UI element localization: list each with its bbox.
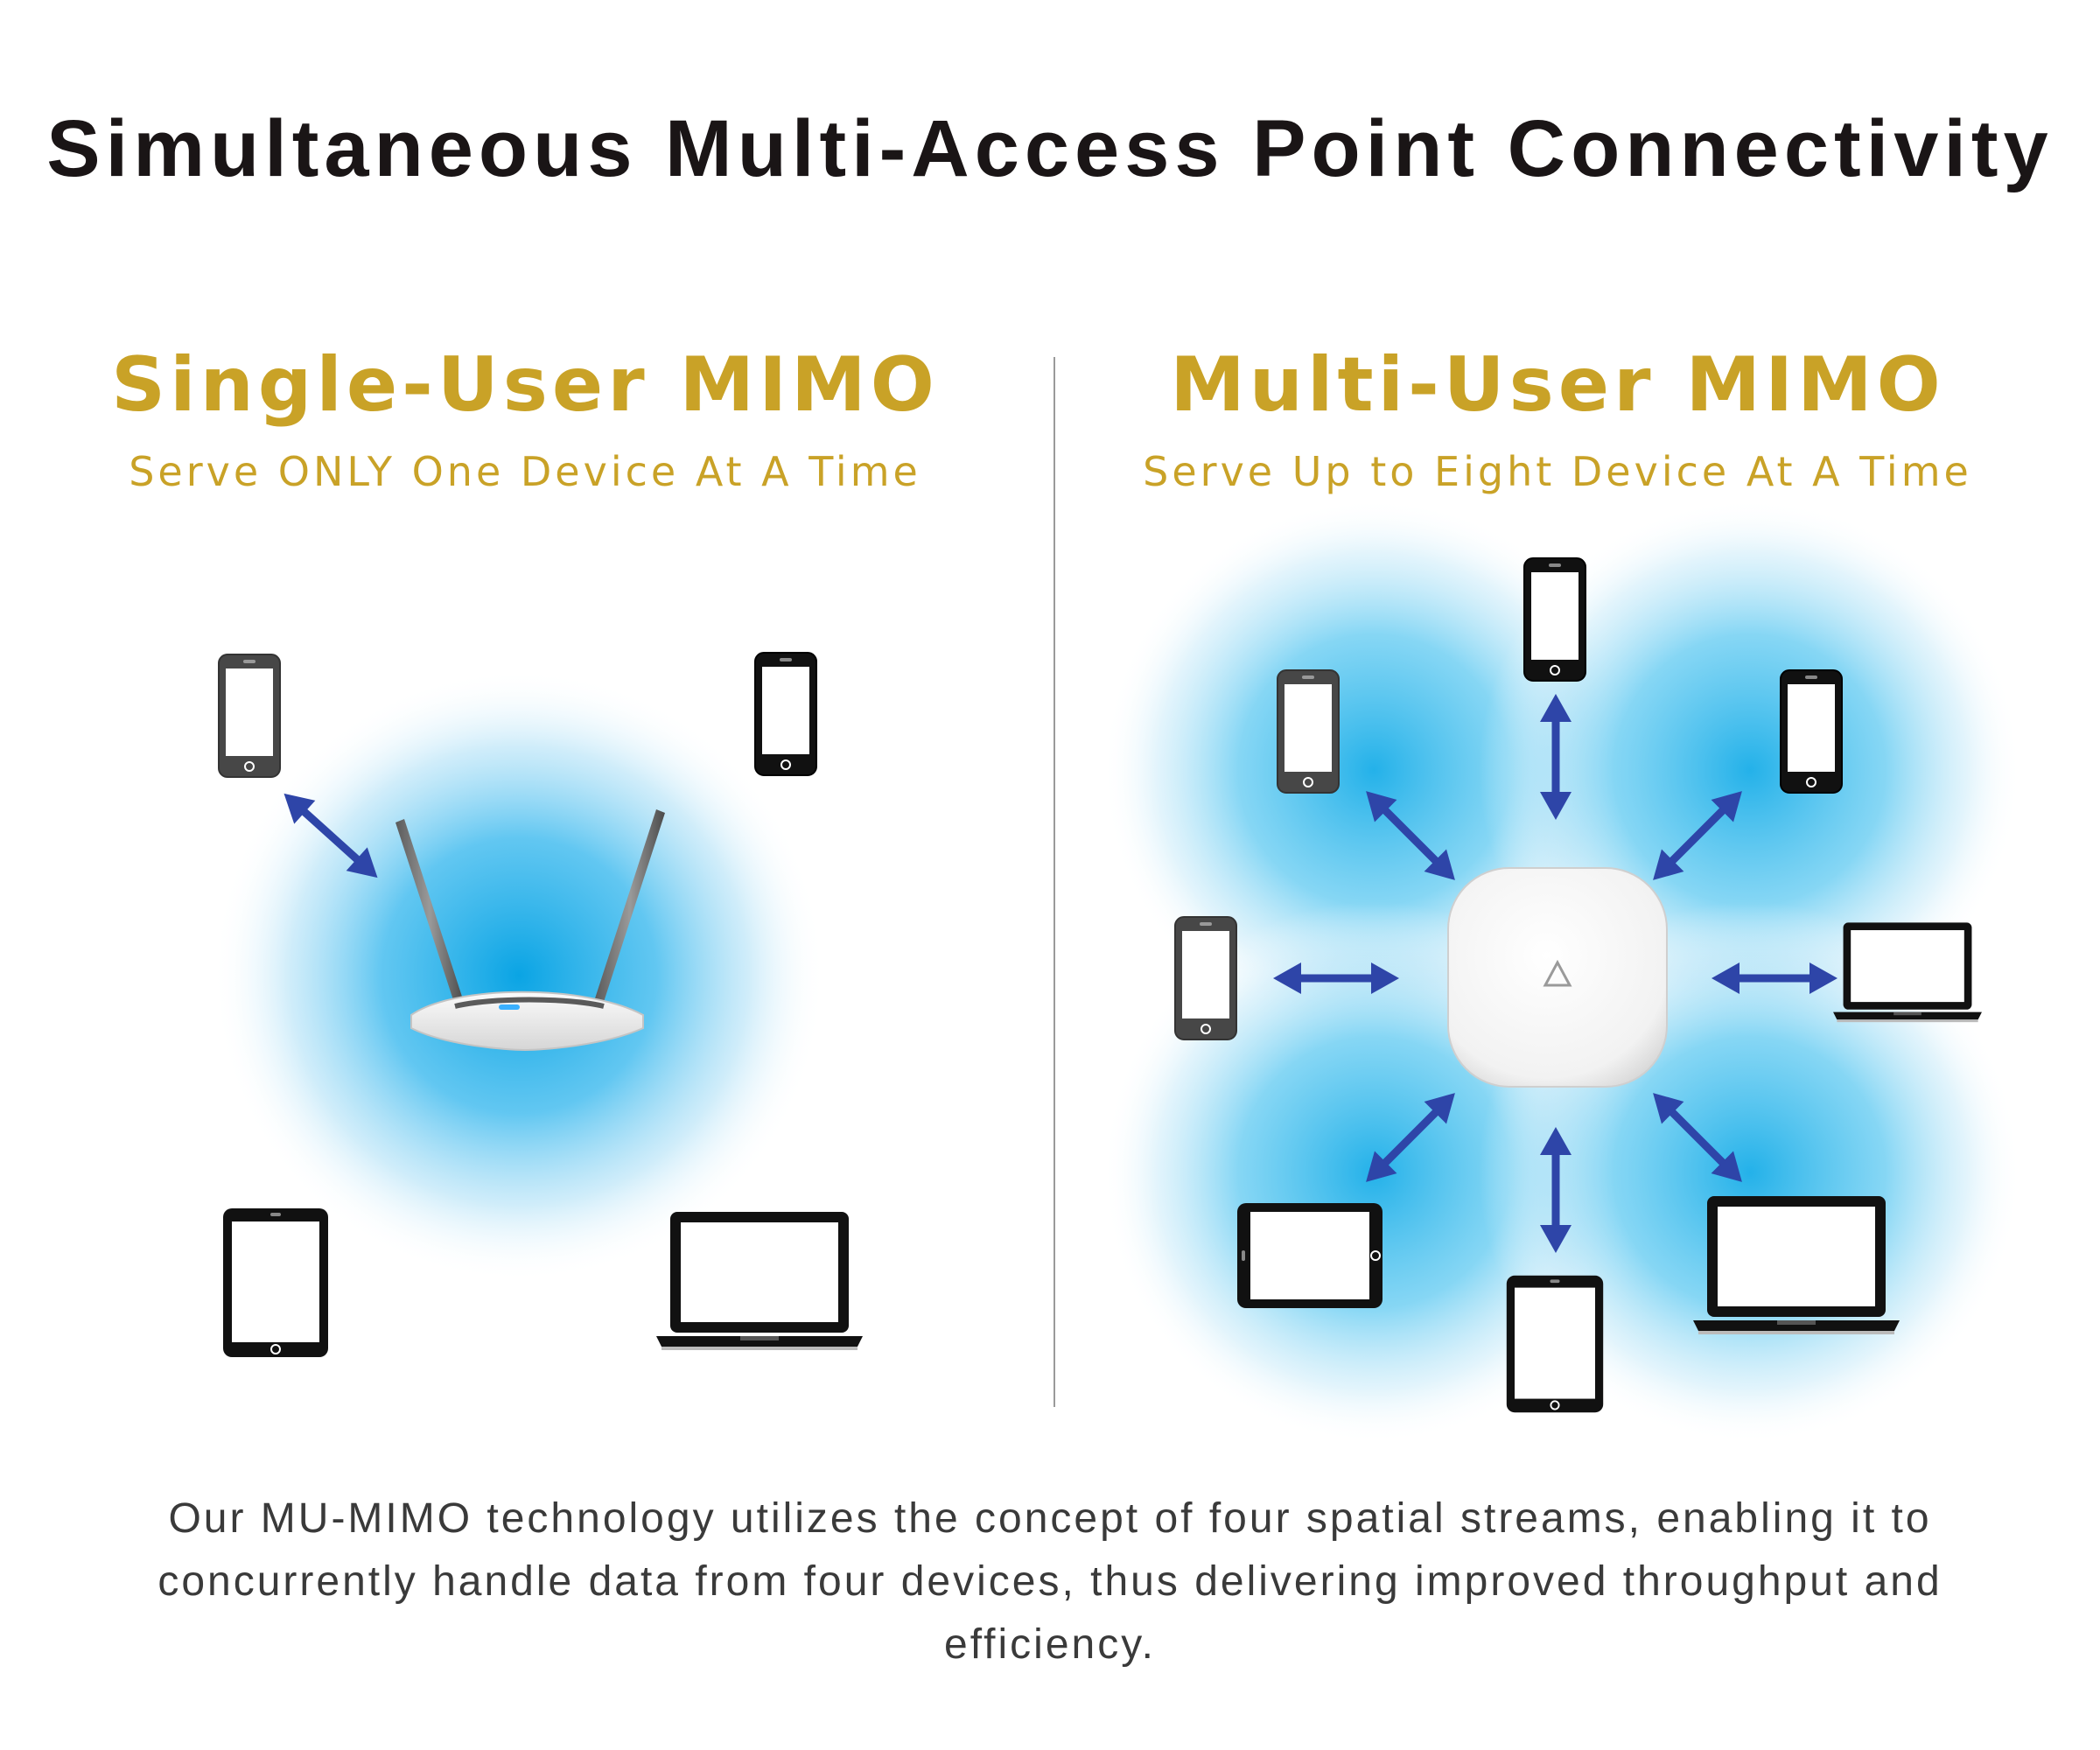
tablet-icon — [1505, 1274, 1605, 1414]
phone-icon — [1277, 669, 1340, 794]
laptop-icon — [1693, 1196, 1900, 1334]
multi-user-subtitle: Serve Up to Eight Device At A Time — [1143, 448, 1972, 495]
phone-icon — [1523, 557, 1586, 682]
tablet-icon — [222, 1208, 329, 1358]
panel-divider — [1054, 357, 1055, 1407]
phone-icon — [218, 654, 281, 778]
multi-user-diagram — [1102, 499, 2021, 1444]
phone-icon — [754, 652, 817, 776]
page-title: Simultaneous Multi-Access Point Connecti… — [46, 104, 2054, 193]
access-point-icon — [1447, 867, 1668, 1088]
laptop-icon — [1833, 922, 1982, 1023]
single-user-diagram — [213, 652, 863, 1358]
single-user-title: Single-User MIMO — [111, 341, 939, 429]
multi-user-title: Multi-User MIMO — [1170, 341, 1945, 429]
caption-text: Our MU-MIMO technology utilizes the conc… — [158, 1495, 1942, 1668]
router-icon — [396, 809, 665, 1052]
laptop-icon — [656, 1212, 863, 1350]
phone-icon — [1780, 669, 1843, 794]
phone-icon — [1174, 916, 1237, 1040]
router-signal-glow — [213, 669, 825, 1282]
brand-logo-icon — [1543, 959, 1572, 987]
tablet-icon — [1236, 1202, 1383, 1309]
single-user-subtitle: Serve ONLY One Device At A Time — [129, 448, 921, 495]
